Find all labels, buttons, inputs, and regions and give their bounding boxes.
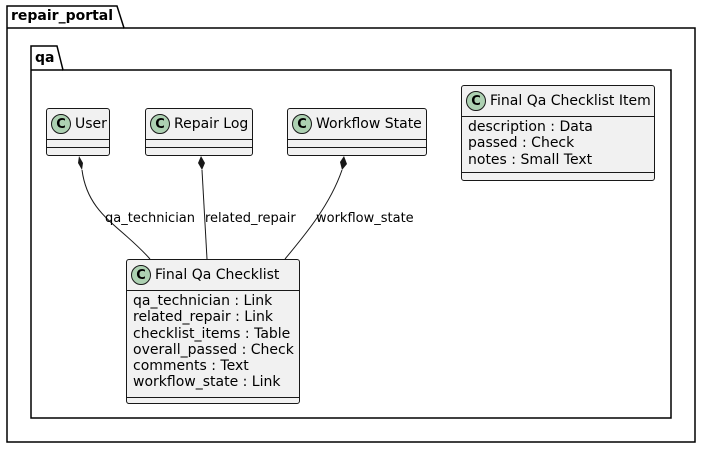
class-final-qa-checklist[interactable]: C Final Qa Checklist qa_technician : Lin…: [126, 259, 300, 404]
class-final-qa-checklist-item-header: C Final Qa Checklist Item: [462, 86, 654, 116]
package-repair-portal-label: repair_portal: [11, 8, 114, 24]
class-final-qa-checklist-attributes: qa_technician : Link related_repair : Li…: [127, 291, 299, 393]
class-workflow-state-divider: [288, 139, 426, 140]
package-repair-portal-frame: [6, 5, 696, 443]
class-workflow-state-divider: [288, 147, 426, 148]
class-repair-log-header: C Repair Log: [146, 109, 252, 139]
attribute: description : Data: [468, 119, 593, 135]
class-final-qa-checklist-item-name: Final Qa Checklist Item: [490, 93, 651, 109]
package-qa-label: qa: [35, 50, 55, 66]
attribute: qa_technician : Link: [133, 293, 273, 309]
attribute: passed : Check: [468, 135, 575, 152]
relation-label-workflow-state: workflow_state: [316, 211, 414, 226]
class-user-divider: [47, 147, 109, 148]
class-final-qa-checklist-item-divider: [462, 116, 654, 117]
composition-diamond-repair-log: [198, 156, 205, 170]
composition-diamond-workflow-state: [340, 156, 347, 170]
class-final-qa-checklist-divider: [127, 290, 299, 291]
relation-line-qa-technician: [81, 169, 151, 260]
composition-diamond-user: [78, 156, 83, 170]
class-final-qa-checklist-header: C Final Qa Checklist: [127, 260, 299, 290]
attribute: comments : Text: [133, 358, 249, 375]
class-workflow-state-header: C Workflow State: [288, 109, 426, 139]
class-final-qa-checklist-item-divider: [462, 171, 654, 173]
relation-label-related-repair: related_repair: [205, 211, 296, 226]
relation-label-qa-technician: qa_technician: [105, 211, 196, 226]
class-final-qa-checklist-name: Final Qa Checklist: [155, 267, 280, 283]
class-workflow-state-name: Workflow State: [316, 116, 422, 132]
attribute: notes : Small Text: [468, 151, 593, 168]
class-user[interactable]: C User: [46, 108, 110, 156]
class-user-name: User: [75, 116, 107, 132]
class-icon: C: [51, 114, 71, 134]
class-icon: C: [466, 91, 486, 111]
class-repair-log-divider: [146, 139, 252, 140]
class-icon: C: [292, 114, 312, 134]
class-final-qa-checklist-item[interactable]: C Final Qa Checklist Item description : …: [461, 85, 655, 181]
attribute: checklist_items : Table: [133, 325, 291, 342]
class-final-qa-checklist-divider: [127, 396, 299, 398]
relation-line-workflow-state: [284, 169, 343, 260]
class-workflow-state[interactable]: C Workflow State: [287, 108, 427, 156]
attribute: workflow_state : Link: [133, 374, 281, 391]
attribute: overall_passed : Check: [133, 341, 294, 358]
class-repair-log[interactable]: C Repair Log: [145, 108, 253, 156]
class-user-header: C User: [47, 109, 109, 139]
class-final-qa-checklist-item-attributes: description : Data passed : Check notes …: [462, 117, 654, 170]
class-repair-log-name: Repair Log: [174, 116, 249, 132]
relation-line-related-repair: [201, 169, 208, 260]
attribute: related_repair : Link: [133, 309, 273, 326]
package-qa-frame: [30, 45, 672, 419]
class-icon: C: [150, 114, 170, 134]
class-user-divider: [47, 139, 109, 140]
class-repair-log-divider: [146, 147, 252, 148]
class-icon: C: [131, 265, 151, 285]
